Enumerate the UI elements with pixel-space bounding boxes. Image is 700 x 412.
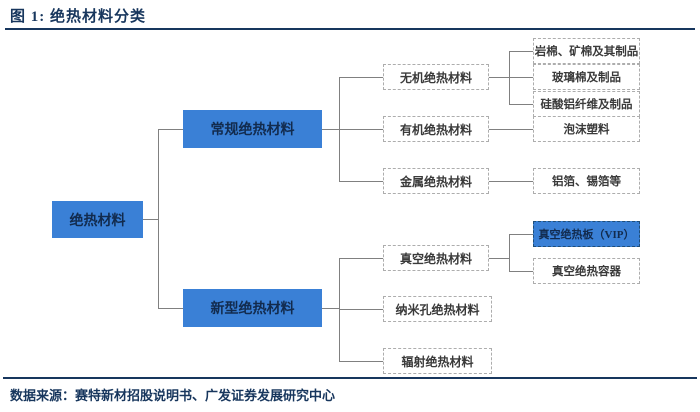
connector-line — [339, 129, 383, 130]
connector-line — [509, 271, 533, 272]
connector-line — [158, 129, 159, 309]
connector-line — [143, 219, 158, 220]
leaf-rock-mineral-wool: 岩棉、矿棉及其制品 — [533, 38, 640, 64]
leaf-vacuum-vessel: 真空绝热容器 — [533, 258, 640, 284]
connector-line — [322, 129, 339, 130]
node-metal-insulation: 金属绝热材料 — [383, 168, 489, 194]
node-nanopore-insulation: 纳米孔绝热材料 — [383, 296, 492, 322]
connector-line — [489, 129, 533, 130]
figure-title: 图 1: 绝热材料分类 — [10, 9, 146, 25]
node-organic-insulation: 有机绝热材料 — [383, 116, 489, 142]
connector-line — [339, 309, 383, 310]
leaf-aluminosilicate-fiber: 硅酸铝纤维及制品 — [533, 91, 640, 117]
connector-line — [322, 308, 339, 309]
node-vacuum-insulation: 真空绝热材料 — [383, 245, 489, 271]
leaf-aluminum-tin-foil: 铝箔、锡箔等 — [533, 168, 640, 194]
connector-line — [489, 258, 509, 259]
node-inorganic-insulation: 无机绝热材料 — [383, 64, 489, 90]
node-root-insulation-material: 绝热材料 — [52, 201, 143, 238]
node-new-type-insulation: 新型绝热材料 — [183, 289, 322, 327]
title-rule — [5, 28, 695, 30]
connector-line — [509, 234, 533, 235]
connector-line — [509, 51, 533, 52]
connector-line — [158, 308, 183, 309]
connector-line — [158, 129, 183, 130]
node-conventional-insulation: 常规绝热材料 — [183, 110, 322, 148]
bottom-rule — [3, 377, 697, 379]
connector-line — [509, 51, 510, 105]
leaf-foam-plastic: 泡沫塑料 — [533, 116, 640, 142]
connector-line — [509, 234, 510, 272]
connector-line — [489, 181, 533, 182]
source-note: 数据来源：赛特新材招股说明书、广发证券发展研究中心 — [10, 388, 336, 403]
connector-line — [339, 258, 383, 259]
connector-line — [339, 258, 340, 362]
leaf-glass-wool: 玻璃棉及制品 — [533, 64, 640, 90]
node-radiation-insulation: 辐射绝热材料 — [383, 348, 492, 374]
connector-line — [339, 181, 383, 182]
connector-line — [509, 77, 533, 78]
connector-line — [339, 77, 383, 78]
connector-line — [339, 361, 383, 362]
leaf-vip-panel: 真空绝热板（VIP） — [533, 221, 640, 247]
connector-line — [509, 104, 533, 105]
connector-line — [489, 77, 509, 78]
